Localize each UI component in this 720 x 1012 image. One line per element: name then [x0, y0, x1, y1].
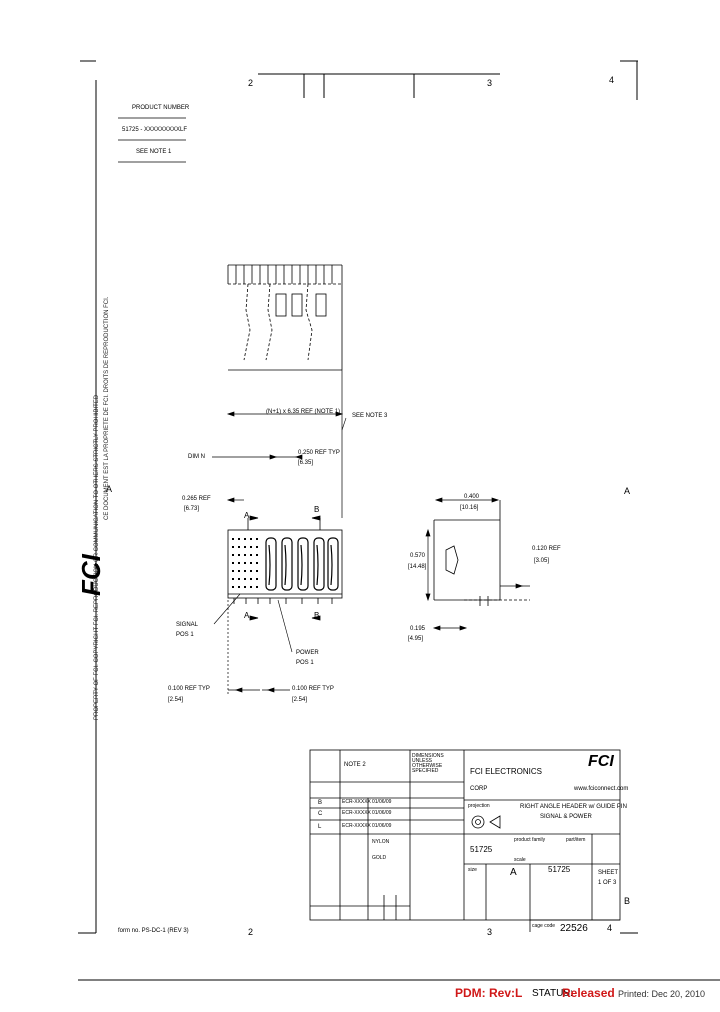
front-view [227, 515, 343, 621]
section-a-top: A [244, 511, 250, 520]
dim-bottom-right-mm: [2.54] [292, 697, 308, 703]
crop-marks [78, 60, 638, 934]
dim-top-left-mm: [6.73] [184, 506, 200, 512]
tb-tolerances: DIMENSIONS UNLESS OTHERWISE SPECIFIED [412, 753, 444, 774]
title-block-grid [309, 749, 621, 932]
form-number: form no. PS-DC-1 (REV 3) [118, 928, 189, 934]
zone-ticks-top [258, 73, 500, 98]
tb-drawing-number: 51725 [548, 865, 571, 874]
zone-side-a-right: A [624, 486, 631, 496]
label-signal: SIGNAL [176, 622, 199, 628]
tb-finish: GOLD [372, 855, 387, 861]
pdm-rev: PDM: Rev:L [455, 986, 523, 1000]
tb-rev-letter-c: C [318, 811, 323, 817]
top-view [227, 264, 343, 371]
tb-notes-ref: NOTE 2 [344, 762, 366, 768]
projection-symbol [471, 815, 501, 829]
section-a-bottom: A [244, 611, 250, 620]
tb-projection-label: projection [468, 803, 490, 809]
zone-top-3: 3 [487, 78, 493, 88]
dim-side-height: 0.570 [410, 553, 426, 559]
section-b-bottom: B [314, 611, 320, 620]
tb-product-family-label: product family [514, 837, 546, 843]
tb-cage-code: 22526 [560, 923, 588, 934]
tb-title-line-2: SIGNAL & POWER [540, 814, 592, 820]
dim-pitch-a-mm: [6.35] [298, 460, 314, 466]
dim-side-right-mm: [3.05] [534, 558, 550, 564]
side-view [433, 500, 530, 606]
zone-top-2: 2 [248, 78, 254, 88]
tb-part-label: part/item [566, 837, 586, 843]
dim-pitch-a: 0.250 REF TYP [298, 450, 340, 456]
label-dim-n: DIM N [188, 454, 205, 460]
tb-material: NYLON [372, 839, 390, 845]
dimension-lines-side [425, 497, 530, 631]
section-b-top: B [314, 505, 320, 514]
tb-title-line-1: RIGHT ANGLE HEADER w/ GUIDE PIN [520, 804, 627, 810]
tb-website: www.fciconnect.com [574, 786, 629, 792]
tb-sheet-label: SHEET [598, 870, 619, 876]
tb-rev-row-1: ECR-XXXXX [342, 799, 371, 805]
tb-date-2: 01/06/09 [372, 810, 392, 816]
dim-side-right: 0.120 REF [532, 546, 561, 552]
printed-date: Printed: Dec 20, 2010 [618, 989, 706, 999]
dim-bottom-left-mm: [2.54] [168, 697, 184, 703]
dim-side-bottom: 0.195 [410, 626, 426, 632]
tb-date-1: 01/06/09 [372, 799, 392, 805]
tb-date-3: 01/06/09 [372, 823, 392, 829]
tb-rev-letter-l: L [318, 824, 322, 830]
tb-rev-row-3: ECR-XXXXX [342, 823, 371, 829]
leader-lines [213, 417, 347, 653]
power-contacts [265, 537, 339, 591]
zone-bottom-2: 2 [248, 927, 254, 937]
zone-top-4: 4 [609, 75, 615, 85]
dim-side-top: 0.400 [464, 494, 480, 500]
dim-side-top-mm: [10.16] [460, 505, 479, 511]
tb-size: A [510, 867, 517, 878]
dim-overall: (N+1) x 6.35 REF (NOTE 1) [266, 409, 341, 415]
tb-logo: FCI [588, 753, 614, 770]
legal-text-1: PROPERTY OF FCI. COPYRIGHT FCI. REPRODUC… [94, 394, 100, 720]
status-value: Released [562, 986, 615, 1000]
label-signal-pos: POS 1 [176, 632, 194, 638]
label-section-note: SEE NOTE 3 [352, 413, 388, 419]
tb-sheet: 1 OF 3 [598, 880, 617, 886]
tb-scale-label: scale [514, 857, 526, 863]
see-note-label: SEE NOTE 1 [136, 149, 172, 155]
product-number-label: PRODUCT NUMBER [132, 105, 190, 111]
zone-side-a-left: A [106, 484, 113, 494]
dimension-lines-front [212, 370, 344, 695]
tb-company-sub: CORP [470, 786, 488, 792]
label-power-pos: POS 1 [296, 660, 314, 666]
signal-pin-grid [232, 538, 258, 588]
tb-rev-row-2: ECR-XXXXX [342, 810, 371, 816]
tb-product-family: 51725 [470, 845, 493, 854]
tb-size-label: size [468, 867, 477, 873]
product-number-block [118, 117, 186, 163]
tb-cage-label: cage code [532, 923, 556, 929]
dim-bottom-left: 0.100 REF TYP [168, 686, 210, 692]
fci-logo: FCI [76, 554, 106, 596]
zone-bottom-3: 3 [487, 927, 493, 937]
zone-side-b-right: B [624, 896, 631, 906]
dim-top-left: 0.265 REF [182, 496, 211, 502]
product-number-value: 51725 - XXXXXXXXXLF [122, 127, 188, 133]
legal-text-2: CE DOCUMENT EST LA PROPRIETE DE FCI. DRO… [104, 296, 110, 520]
pin-feet [233, 598, 333, 604]
label-power: POWER [296, 650, 319, 656]
dim-side-bottom-mm: [4.95] [408, 636, 424, 642]
tb-rev-letter-b: B [318, 800, 323, 806]
dim-bottom-right: 0.100 REF TYP [292, 686, 334, 692]
tb-company: FCI ELECTRONICS [470, 767, 543, 776]
dim-side-height-mm: [14.48] [408, 564, 427, 570]
zone-bottom-4: 4 [607, 923, 613, 933]
status-label: STATUS: [532, 988, 573, 999]
